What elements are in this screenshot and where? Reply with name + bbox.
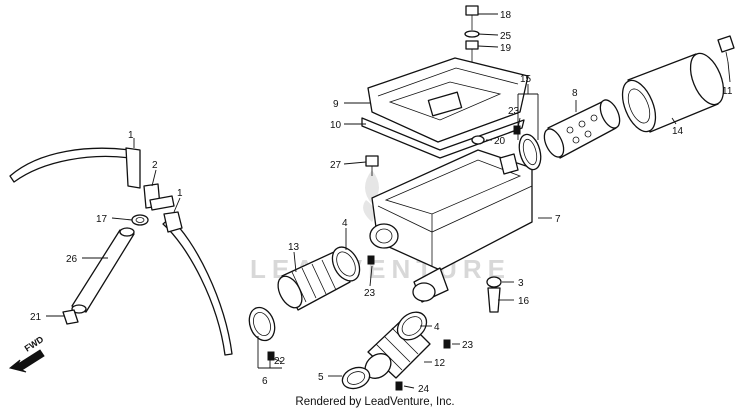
element-14 [621, 52, 725, 133]
callout-13: 13 [288, 242, 300, 253]
band-4-lower [396, 311, 428, 341]
callout-17: 17 [96, 214, 108, 225]
callout-19: 19 [500, 43, 512, 54]
callout-11: 11 [722, 86, 733, 97]
band-6 [248, 306, 276, 342]
element-holder-8 [543, 99, 621, 159]
callout-9: 9 [333, 99, 339, 110]
callout-15: 15 [520, 74, 532, 85]
callout-4-upper: 4 [342, 218, 348, 229]
callout-4-lower: 4 [434, 322, 440, 333]
callout-1-right: 1 [177, 188, 183, 199]
air-cleaner-cover [367, 57, 529, 143]
washer-25 [464, 30, 480, 38]
air-cleaner-case [369, 149, 533, 303]
band-15 [518, 133, 542, 171]
clip-11 [717, 35, 735, 63]
callout-5: 5 [318, 372, 324, 383]
callout-12: 12 [434, 358, 446, 369]
collar-19 [465, 40, 479, 62]
callout-22: 22 [274, 356, 286, 367]
grommet-3 [486, 276, 502, 288]
band-5 [341, 366, 371, 390]
hose-joint [143, 183, 175, 211]
callout-2: 2 [152, 160, 158, 171]
callout-23-right: 23 [508, 106, 520, 117]
leader-lines [46, 13, 731, 389]
callout-20: 20 [494, 136, 506, 147]
callout-14: 14 [672, 126, 684, 137]
drain-tube-26 [71, 227, 135, 314]
holder-16 [487, 287, 501, 313]
fwd-arrow: FWD [8, 334, 46, 373]
callout-23-left: 23 [364, 288, 376, 299]
callout-1-left: 1 [128, 130, 134, 141]
callout-7: 7 [555, 214, 561, 225]
plug-21 [62, 309, 79, 325]
callout-27: 27 [330, 160, 342, 171]
callout-23-lower: 23 [462, 340, 474, 351]
callout-10: 10 [330, 120, 342, 131]
callout-26: 26 [66, 254, 78, 265]
callout-18: 18 [500, 10, 512, 21]
callout-8: 8 [572, 88, 578, 99]
screws [267, 125, 521, 391]
cover-gasket [361, 117, 525, 159]
fwd-label: FWD [23, 334, 46, 354]
callout-25: 25 [500, 31, 512, 42]
clip-17 [131, 214, 149, 226]
callout-3: 3 [518, 278, 524, 289]
screw-27 [365, 155, 379, 176]
callouts: 1 2 1 17 26 21 13 4 23 22 6 9 10 27 7 20… [30, 10, 733, 395]
credit-line: Rendered by LeadVenture, Inc. [295, 396, 455, 408]
breather-hose-right [162, 211, 233, 356]
callout-6: 6 [262, 376, 268, 387]
connecting-tube-13 [277, 251, 351, 311]
bolt-18 [465, 5, 479, 30]
callout-16: 16 [518, 296, 530, 307]
callout-24: 24 [418, 384, 430, 395]
callout-21: 21 [30, 312, 42, 323]
band-4-upper [331, 246, 361, 282]
breather-hose-left [9, 147, 141, 189]
